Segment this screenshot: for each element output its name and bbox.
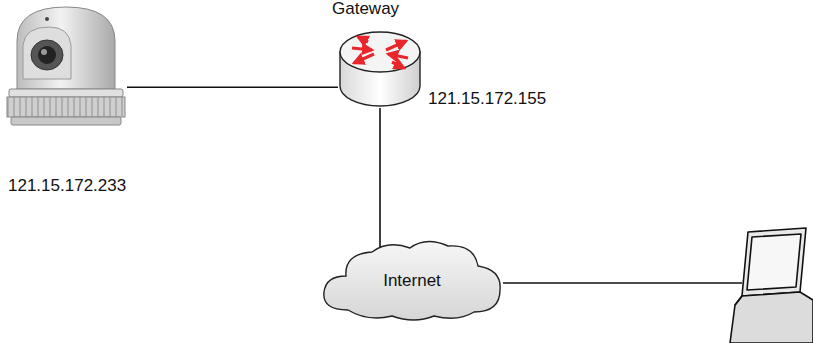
cloud-label: Internet <box>383 272 441 291</box>
network-link <box>127 86 338 88</box>
ip-address-label: 121.15.172.233 <box>8 177 126 196</box>
camera-node-shape <box>5 5 127 127</box>
gateway-label: Gateway <box>332 0 399 19</box>
gateway-router-shape <box>338 28 422 108</box>
laptop-illustration <box>730 228 813 343</box>
ip-address-label: 121.15.172.155 <box>428 90 546 109</box>
internet-cloud: Internet <box>318 236 506 324</box>
network-link <box>379 108 381 255</box>
laptop-cable <box>503 282 742 284</box>
gateway-router: Gateway121.15.172.155 <box>338 28 422 108</box>
camera-node: 121.15.172.233 <box>5 5 127 127</box>
